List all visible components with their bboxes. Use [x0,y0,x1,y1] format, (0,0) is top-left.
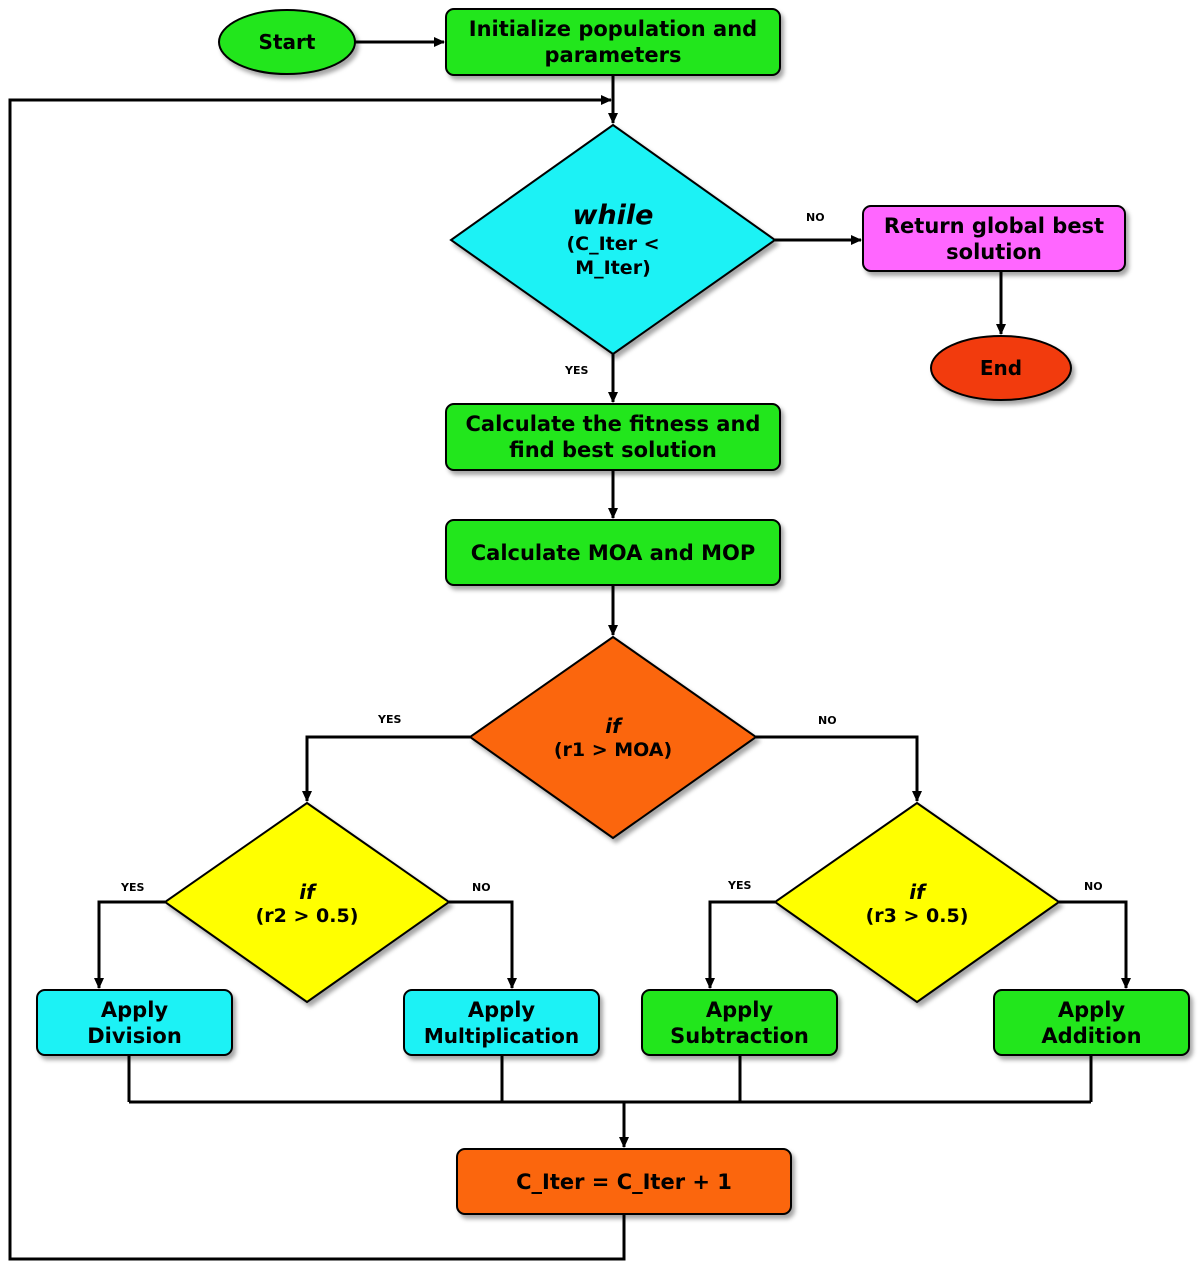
moa-mop-process: Calculate MOA and MOP [446,520,780,585]
init-label-line2: parameters [544,43,682,67]
edge-r1-yes [302,735,470,802]
edge-r1-no [756,735,922,802]
if-r1-decision: if (r1 > MOA) [523,710,703,766]
start-terminal: Start [219,10,355,74]
if-r2-keyword: if [299,880,315,904]
if-r3-condition: (r3 > 0.5) [865,905,969,927]
increment-process: C_Iter = C_Iter + 1 [457,1149,791,1214]
edge-r3-yes [705,900,775,989]
while-condition-line2: M_Iter) [575,257,651,279]
if-r1-keyword: if [605,714,621,738]
subtraction-process: Apply Subtraction [642,990,837,1055]
if-r1-decision-shape [468,635,758,840]
multiplication-process: Apply Multiplication [404,990,599,1055]
if-r3-keyword: if [909,880,925,904]
r2-yes-label: YES [121,881,145,894]
fitness-line2: find best solution [509,438,717,462]
multiplication-line1: Apply [467,997,536,1022]
return-best-process: Return global best solution [863,206,1125,271]
connectors [8,37,1131,1261]
r1-no-label: NO [818,714,837,727]
increment-label: C_Iter = C_Iter + 1 [516,1169,732,1194]
if-r2-decision-shape [163,801,451,1004]
start-label: Start [258,30,316,54]
end-terminal-shape [930,335,1072,401]
division-line2: Division [87,1023,182,1048]
if-r3-decision: if (r3 > 0.5) [827,876,1007,932]
addition-process: Apply Addition [994,990,1189,1055]
edge-r2-no [449,900,517,989]
while-decision: while (C_Iter < M_Iter) [496,190,730,290]
moa-mop-label: Calculate MOA and MOP [470,540,756,565]
end-label: End [979,356,1023,380]
end-terminal: End [931,336,1071,400]
while-no-label: NO [806,211,825,224]
addition-line1: Apply [1057,997,1126,1022]
edge-r3-no [1059,900,1131,989]
r1-yes-label: YES [378,713,402,726]
division-line1: Apply [100,997,169,1022]
division-process: Apply Division [37,990,232,1055]
r3-yes-label: YES [728,879,752,892]
if-r1-condition: (r1 > MOA) [553,739,673,761]
while-condition-line1: (C_Iter < [566,233,660,255]
subtraction-line2: Subtraction [670,1023,809,1048]
if-r2-decision: if (r2 > 0.5) [217,876,397,932]
division-process-shape [36,989,233,1056]
r3-no-label: NO [1084,880,1103,893]
init-process: Initialize population and parameters [446,9,780,75]
subtraction-line1: Apply [705,997,774,1022]
fitness-line1: Calculate the fitness and [465,412,761,436]
while-keyword: while [572,200,654,231]
addition-line2: Addition [1041,1023,1142,1048]
edge-r2-yes [94,900,165,989]
return-best-line2: solution [946,239,1042,264]
multiplication-line2: Multiplication [423,1023,580,1048]
edge-loop-back [8,95,626,1261]
while-yes-label: YES [565,364,589,377]
return-best-process-shape [862,205,1126,272]
fitness-process: Calculate the fitness and find best solu… [446,404,780,470]
init-label-line1: Initialize population and [468,17,758,41]
if-r2-condition: (r2 > 0.5) [255,905,359,927]
r2-no-label: NO [472,881,491,894]
return-best-line1: Return global best [883,213,1105,238]
if-r3-decision-shape [773,801,1061,1004]
